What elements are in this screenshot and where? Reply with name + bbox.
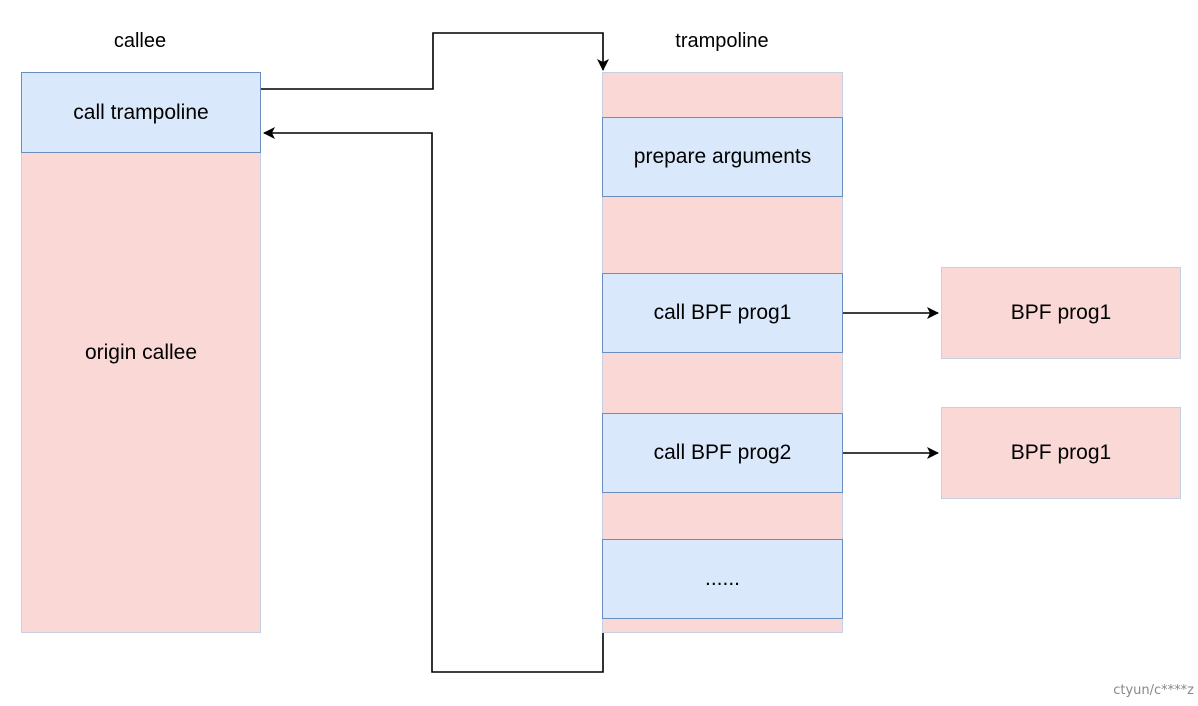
watermark: ctyun/c****z (1113, 683, 1194, 698)
callee-title: callee (113, 30, 167, 52)
prepare-arguments-block: prepare arguments (602, 117, 843, 197)
call-bpf-prog1-label: call BPF prog1 (653, 301, 792, 324)
bpf-prog-label-2: BPF prog1 (1010, 441, 1112, 464)
bpf-prog-label-1: BPF prog1 (1010, 301, 1112, 324)
prepare-arguments-label: prepare arguments (633, 145, 812, 168)
call-trampoline-label: call trampoline (73, 100, 209, 124)
call-trampoline-block: call trampoline (21, 72, 261, 153)
ellipsis-label: ...... (704, 567, 740, 590)
bpf-prog-box-2: BPF prog1 (941, 407, 1181, 499)
callee-body-block: origin callee (21, 72, 261, 633)
call-bpf-prog2-block: call BPF prog2 (602, 413, 843, 493)
call-arrow (261, 32, 609, 90)
trampoline-title: trampoline (675, 30, 769, 52)
return-arrow (263, 127, 604, 673)
call-bpf-prog1-block: call BPF prog1 (602, 273, 843, 353)
bpf-prog-box-1: BPF prog1 (941, 267, 1181, 359)
origin-callee-label: origin callee (84, 340, 198, 364)
ellipsis-block: ...... (602, 539, 843, 619)
call-bpf-prog2-label: call BPF prog2 (653, 441, 792, 464)
